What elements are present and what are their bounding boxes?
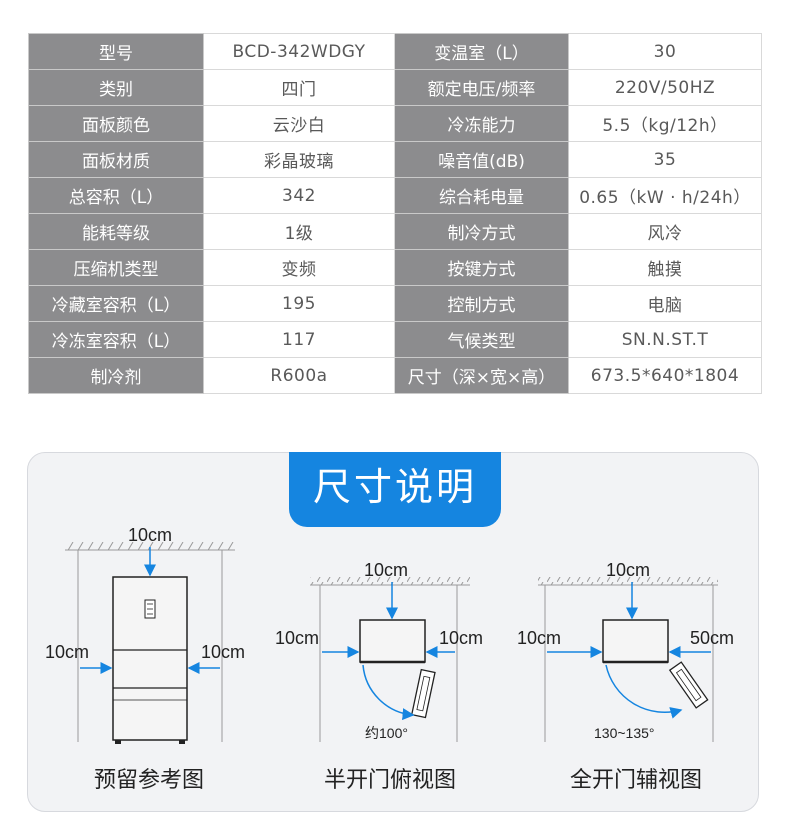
spec-value: 220V/50HZ (568, 69, 762, 106)
half-open-right-label: 10cm (439, 628, 483, 648)
half-open-diagram (310, 577, 470, 742)
spec-value: 342 (203, 177, 395, 214)
reserve-diagram (65, 542, 235, 744)
dimension-diagrams: 10cm 10cm 10cm 10cm 10cm 10cm 约100° 10cm… (45, 525, 734, 744)
spec-value: 35 (568, 141, 762, 178)
spec-label: 按键方式 (394, 249, 569, 286)
spec-label: 制冷剂 (28, 357, 204, 394)
spec-value: 1级 (203, 213, 395, 250)
spec-label: 冷冻能力 (394, 105, 569, 142)
spec-label: 冷冻室容积（L） (28, 321, 204, 358)
full-open-right-label: 50cm (690, 628, 734, 648)
spec-label: 能耗等级 (28, 213, 204, 250)
spec-value: 变频 (203, 249, 395, 286)
full-open-door (668, 661, 709, 709)
reserve-left-label: 10cm (45, 642, 89, 662)
spec-label: 总容积（L） (28, 177, 204, 214)
spec-label: 压缩机类型 (28, 249, 204, 286)
spec-value: 195 (203, 285, 395, 322)
spec-label: 变温室（L） (394, 33, 569, 70)
full-open-diagram (538, 577, 718, 742)
spec-row: 面板材质彩晶玻璃噪音值(dB)35 (28, 141, 762, 178)
spec-value: R600a (203, 357, 395, 394)
spec-label: 尺寸（深×宽×高） (394, 357, 569, 394)
spec-value: 117 (203, 321, 395, 358)
spec-label: 综合耗电量 (394, 177, 569, 214)
half-open-left-label: 10cm (275, 628, 319, 648)
spec-value: 0.65（kW · h/24h） (568, 177, 762, 214)
half-open-angle-label: 约100° (365, 725, 408, 741)
full-open-top-label: 10cm (606, 560, 650, 580)
fridge-front (112, 576, 188, 744)
spec-value: 30 (568, 33, 762, 70)
spec-value: 云沙白 (203, 105, 395, 142)
half-open-top-label: 10cm (364, 560, 408, 580)
reserve-top-label: 10cm (128, 525, 172, 545)
spec-label: 面板颜色 (28, 105, 204, 142)
spec-value: 四门 (203, 69, 395, 106)
spec-label: 类别 (28, 69, 204, 106)
spec-label: 型号 (28, 33, 204, 70)
spec-label: 额定电压/频率 (394, 69, 569, 106)
full-open-left-label: 10cm (517, 628, 561, 648)
full-open-angle-label: 130~135° (594, 725, 655, 741)
spec-row: 压缩机类型变频按键方式触摸 (28, 249, 762, 286)
spec-label: 气候类型 (394, 321, 569, 358)
spec-value: 彩晶玻璃 (203, 141, 395, 178)
reserve-caption: 预留参考图 (93, 768, 204, 793)
spec-label: 噪音值(dB) (394, 141, 569, 178)
spec-label: 冷藏室容积（L） (28, 285, 204, 322)
spec-value: BCD-342WDGY (203, 33, 395, 70)
full-open-caption: 全开门辅视图 (569, 768, 702, 793)
spec-label: 控制方式 (394, 285, 569, 322)
spec-value: 5.5（kg/12h） (568, 105, 762, 142)
half-open-door (410, 668, 436, 719)
spec-label: 制冷方式 (394, 213, 569, 250)
spec-value: 673.5*640*1804 (568, 357, 762, 394)
spec-value: 触摸 (568, 249, 762, 286)
spec-value: 风冷 (568, 213, 762, 250)
spec-label: 面板材质 (28, 141, 204, 178)
reserve-right-label: 10cm (201, 642, 245, 662)
half-open-caption: 半开门俯视图 (323, 768, 456, 793)
spec-value: SN.N.ST.T (568, 321, 762, 358)
dimension-title: 尺寸说明 (289, 452, 501, 527)
spec-value: 电脑 (568, 285, 762, 322)
